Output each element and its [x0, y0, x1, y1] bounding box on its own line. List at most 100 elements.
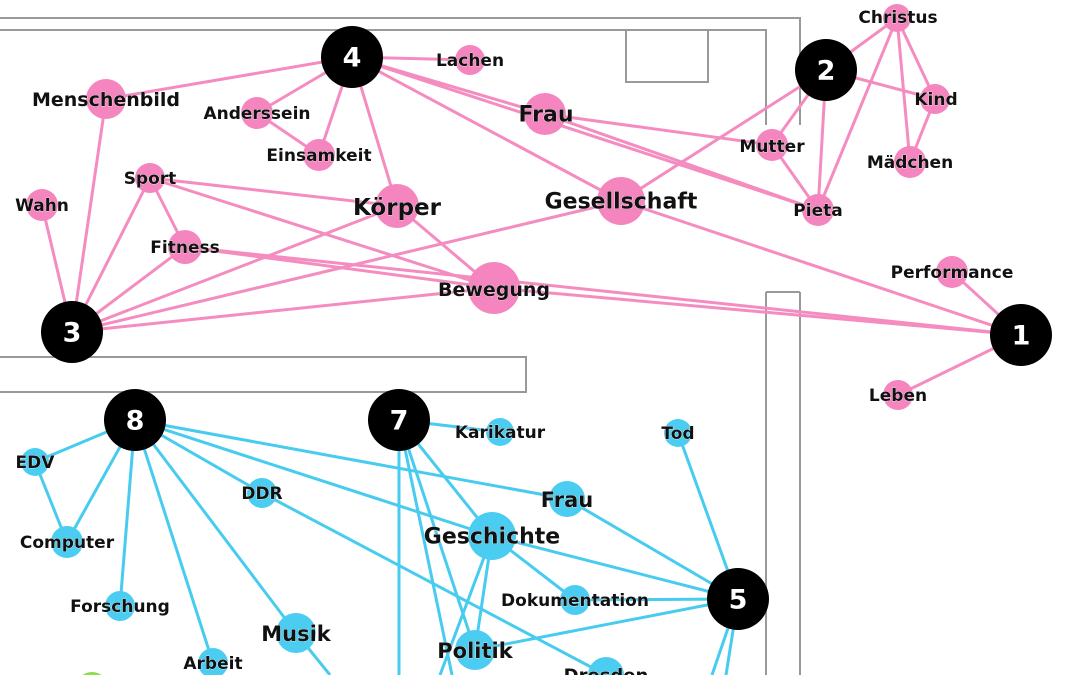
node-wahn-circle[interactable]	[26, 189, 58, 221]
node-forschung[interactable]: Forschung	[70, 591, 170, 621]
node-bewegung[interactable]: Bewegung	[438, 262, 550, 314]
node-maedchen-label: Mädchen	[867, 153, 953, 173]
node-h2-label: 2	[817, 56, 836, 87]
node-tod-circle[interactable]	[664, 419, 692, 447]
node-h4[interactable]: 4	[321, 26, 383, 88]
node-christus-circle[interactable]	[883, 4, 911, 32]
node-h3-label: 3	[63, 318, 82, 349]
wall-top-inner	[0, 29, 767, 125]
node-performance[interactable]: Performance	[890, 256, 1014, 288]
node-arbeit[interactable]: Arbeit	[183, 648, 243, 675]
node-koerper[interactable]: Körper	[353, 184, 442, 228]
node-kind[interactable]: Kind	[914, 84, 958, 114]
edge-pink-sport-bewegung	[148, 176, 496, 290]
node-leben-circle[interactable]	[883, 380, 913, 410]
edge-cyan-h8-frau_c	[133, 418, 569, 501]
node-performance-label: Performance	[891, 263, 1014, 283]
node-bewegung-circle[interactable]	[468, 262, 520, 314]
node-h1[interactable]: 1	[990, 304, 1052, 366]
node-musik-circle[interactable]	[276, 613, 316, 653]
node-maedchen[interactable]: Mädchen	[867, 146, 953, 178]
node-mutter[interactable]: Mutter	[739, 129, 806, 161]
node-christus[interactable]: Christus	[858, 4, 938, 32]
node-h3-circle[interactable]	[41, 301, 103, 363]
node-computer-circle[interactable]	[51, 526, 83, 558]
node-dokumentation[interactable]: Dokumentation	[501, 585, 649, 615]
node-h4-circle[interactable]	[321, 26, 383, 88]
node-ddr[interactable]: DDR	[241, 478, 283, 508]
node-gesellschaft-circle[interactable]	[597, 177, 645, 225]
wall-top-outer	[0, 17, 801, 125]
node-h2[interactable]: 2	[795, 39, 857, 101]
node-dresden[interactable]: Dresden	[563, 657, 649, 675]
node-geschichte-circle[interactable]	[468, 512, 516, 560]
node-h2-circle[interactable]	[795, 39, 857, 101]
edge-pink-h2-gesellschaft	[619, 68, 828, 203]
node-computer[interactable]: Computer	[20, 526, 115, 558]
node-forschung-circle[interactable]	[105, 591, 135, 621]
node-arbeit-label: Arbeit	[183, 654, 242, 674]
node-menschenbild[interactable]: Menschenbild	[32, 79, 180, 119]
node-fitness-circle[interactable]	[168, 230, 202, 264]
node-koerper-circle[interactable]	[375, 184, 419, 228]
node-edv[interactable]: EDV	[15, 448, 56, 476]
node-einsamkeit-circle[interactable]	[303, 139, 335, 171]
green-node-partial	[82, 672, 102, 675]
node-performance-circle[interactable]	[936, 256, 968, 288]
edge-cyan-h5-politik	[473, 597, 740, 652]
node-leben-label: Leben	[869, 386, 927, 406]
node-musik[interactable]: Musik	[261, 613, 332, 653]
node-frau_p[interactable]: Frau	[518, 93, 574, 135]
node-einsamkeit-label: Einsamkeit	[266, 146, 371, 166]
node-gesellschaft[interactable]: Gesellschaft	[544, 177, 698, 225]
node-menschenbild-circle[interactable]	[86, 79, 126, 119]
node-dresden-circle[interactable]	[588, 657, 624, 675]
node-fitness[interactable]: Fitness	[150, 230, 220, 264]
node-dokumentation-circle[interactable]	[560, 585, 590, 615]
node-h7[interactable]: 7	[368, 389, 430, 451]
node-politik-circle[interactable]	[455, 630, 495, 670]
node-h5-circle[interactable]	[707, 568, 769, 630]
node-wahn[interactable]: Wahn	[15, 189, 69, 221]
node-fitness-label: Fitness	[150, 238, 219, 258]
node-tod[interactable]: Tod	[661, 419, 695, 447]
node-bewegung-label: Bewegung	[438, 279, 550, 301]
edge-pink-h4-pieta	[350, 55, 820, 212]
node-sport-circle[interactable]	[135, 163, 165, 193]
node-arbeit-circle[interactable]	[198, 648, 228, 675]
node-sport[interactable]: Sport	[123, 163, 177, 193]
edge-pink-h3-menschenbild	[70, 97, 108, 334]
node-leben[interactable]: Leben	[869, 380, 927, 410]
node-h8-circle[interactable]	[104, 389, 166, 451]
node-einsamkeit[interactable]: Einsamkeit	[266, 139, 372, 171]
node-ddr-circle[interactable]	[247, 478, 277, 508]
node-kind-circle[interactable]	[920, 84, 950, 114]
node-frau_c[interactable]: Frau	[540, 481, 594, 517]
node-karikatur-circle[interactable]	[486, 418, 514, 446]
node-forschung-label: Forschung	[70, 597, 170, 617]
node-ddr-label: DDR	[241, 484, 282, 504]
node-h7-circle[interactable]	[368, 389, 430, 451]
node-h5[interactable]: 5	[707, 568, 769, 630]
node-lachen[interactable]: Lachen	[436, 45, 504, 75]
edge-cyan-h5-geschichte	[490, 534, 740, 601]
node-frau_p-circle[interactable]	[524, 93, 566, 135]
node-maedchen-circle[interactable]	[894, 146, 926, 178]
node-pieta[interactable]: Pieta	[793, 194, 843, 226]
node-frau_c-label: Frau	[541, 488, 593, 512]
node-anderssein-circle[interactable]	[241, 97, 273, 129]
node-anderssein[interactable]: Anderssein	[203, 97, 311, 129]
edge-cyan-h5-frau_c	[565, 497, 740, 601]
node-geschichte[interactable]: Geschichte	[423, 512, 561, 560]
node-h3[interactable]: 3	[41, 301, 103, 363]
node-frau_c-circle[interactable]	[549, 481, 585, 517]
node-politik[interactable]: Politik	[437, 630, 514, 670]
node-h1-circle[interactable]	[990, 304, 1052, 366]
node-h8[interactable]: 8	[104, 389, 166, 451]
node-mutter-circle[interactable]	[756, 129, 788, 161]
node-karikatur[interactable]: Karikatur	[455, 418, 546, 446]
node-pieta-circle[interactable]	[802, 194, 834, 226]
node-edv-circle[interactable]	[21, 448, 49, 476]
wall-right-inner	[765, 291, 800, 675]
node-lachen-circle[interactable]	[455, 45, 485, 75]
